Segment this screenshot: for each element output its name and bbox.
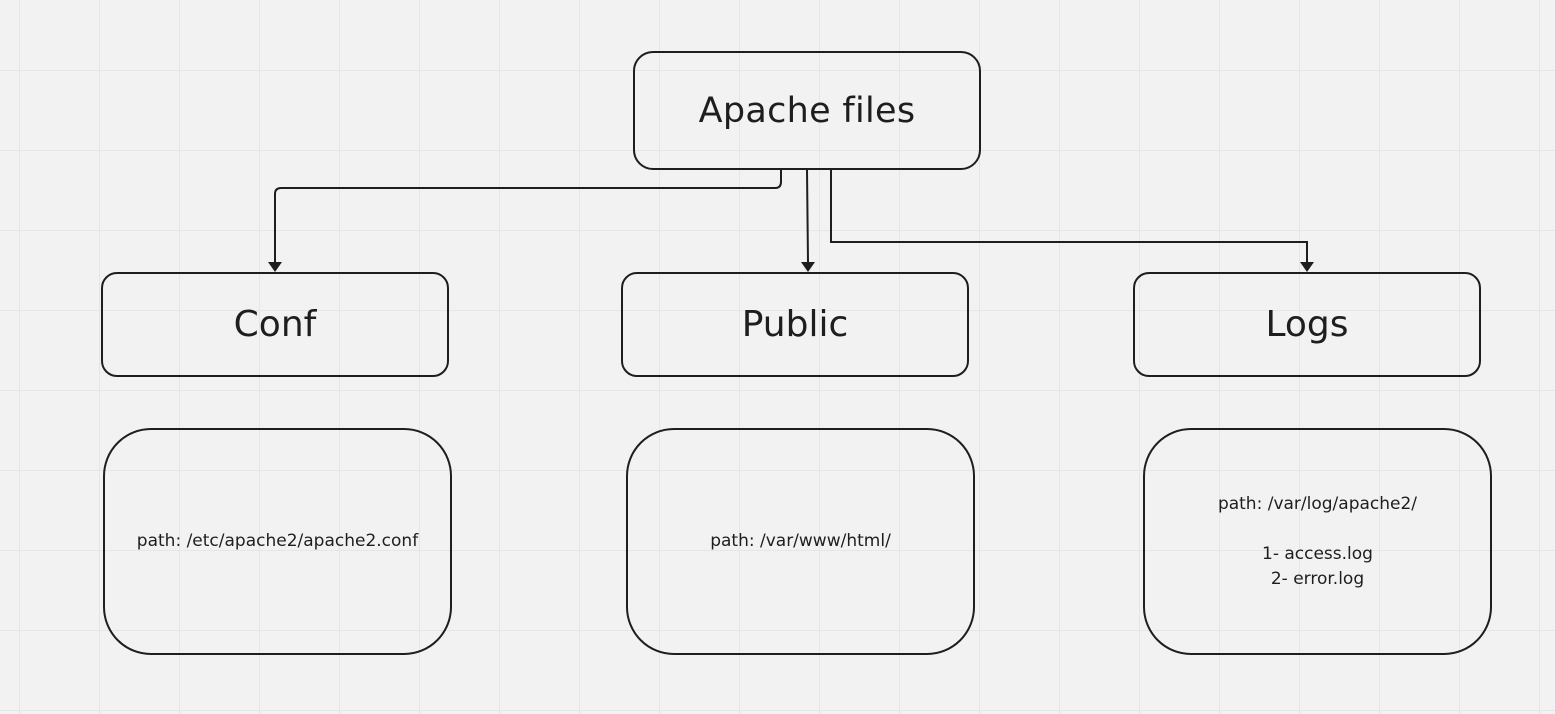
edge-root-to-public[interactable]: [806, 169, 809, 263]
root-node-label: Apache files: [698, 90, 916, 131]
arrowhead-logs-icon: [1300, 262, 1314, 272]
note-conf[interactable]: path: /etc/apache2/apache2.conf: [103, 428, 452, 655]
node-public-label: Public: [741, 304, 849, 345]
note-conf-text: path: /etc/apache2/apache2.conf: [136, 531, 419, 551]
note-logs-text: path: /var/log/apache2/ 1- access.log 2-…: [1217, 493, 1418, 589]
root-node-apache-files[interactable]: Apache files: [633, 51, 981, 170]
node-logs[interactable]: Logs: [1133, 272, 1481, 377]
node-conf-label: Conf: [233, 304, 317, 345]
node-conf[interactable]: Conf: [101, 272, 449, 377]
node-logs-label: Logs: [1265, 304, 1349, 345]
node-public[interactable]: Public: [621, 272, 969, 377]
edge-root-to-logs[interactable]: [830, 170, 1308, 262]
note-logs[interactable]: path: /var/log/apache2/ 1- access.log 2-…: [1143, 428, 1492, 655]
note-public-text: path: /var/www/html/: [710, 531, 891, 551]
edge-root-to-conf[interactable]: [274, 170, 782, 262]
note-public[interactable]: path: /var/www/html/: [626, 428, 975, 655]
arrowhead-conf-icon: [268, 262, 282, 272]
arrowhead-public-icon: [801, 262, 815, 272]
